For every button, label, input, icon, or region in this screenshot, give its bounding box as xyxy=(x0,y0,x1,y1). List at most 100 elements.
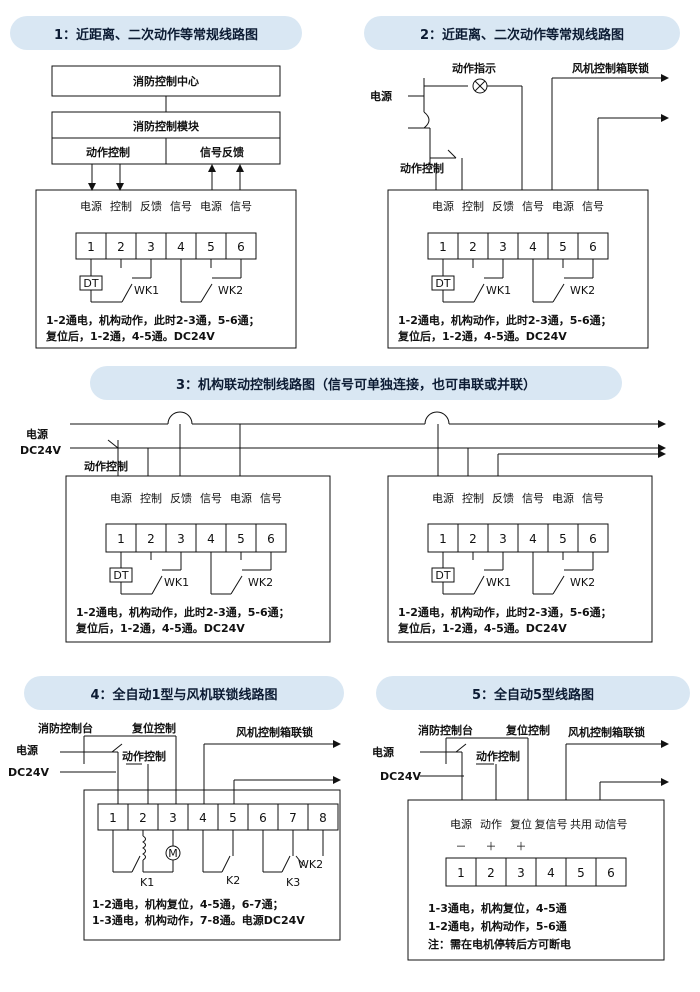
actuator-box-3a xyxy=(65,475,331,643)
terminal-label: 动信号 xyxy=(595,818,628,831)
title-diagram-3: 3：机构联动控制线路图（信号可单独连接，也可串联或并联） xyxy=(90,366,622,400)
terminal-number: 5 xyxy=(559,240,567,254)
terminal-labels-3a: 电源 控制 反馈 信号 电源 信号 xyxy=(110,491,282,505)
terminal-number: 3 xyxy=(177,532,185,546)
terminal-signs-5: － ＋ ＋ xyxy=(456,840,527,853)
note-line-1: 1-2通电，机构动作，此时2-3通，5-6通； xyxy=(46,313,260,327)
terminal-label: 控制 xyxy=(140,491,162,505)
terminal-label: 信号 xyxy=(582,492,604,505)
fan-interlock-label: 风机控制箱联锁 xyxy=(572,61,649,75)
terminal-number: 5 xyxy=(229,811,237,825)
terminal-label: 反馈 xyxy=(140,200,162,213)
terminal-number: 2 xyxy=(469,240,477,254)
terminal-label: 复信号 xyxy=(535,817,568,831)
terminal-label: 信号 xyxy=(200,492,222,505)
terminal-numbers-3b: 1 2 3 4 5 6 xyxy=(439,532,597,546)
action-control-label: 动作控制 xyxy=(476,749,520,763)
diagram-5 xyxy=(407,737,669,961)
terminal-number: 6 xyxy=(607,866,615,880)
terminal-number: 7 xyxy=(289,811,297,825)
terminal-number: 2 xyxy=(469,532,477,546)
diagram-1 xyxy=(35,65,297,349)
title-diagram-5: 5：全自动5型线路图 xyxy=(376,676,690,710)
terminal-label: 信号 xyxy=(522,492,544,505)
terminal-label: 电源 xyxy=(230,491,252,505)
wk1-label: WK1 xyxy=(486,576,511,589)
fire-console-label: 消防控制台 xyxy=(418,723,473,737)
dt-label: DT xyxy=(83,277,98,290)
terminal-numbers-1: 1 2 3 4 5 6 xyxy=(87,240,245,254)
title-diagram-4: 4：全自动1型与风机联锁线路图 xyxy=(24,676,344,710)
terminal-sign: ＋ xyxy=(516,840,527,853)
title-diagram-2: 2：近距离、二次动作等常规线路图 xyxy=(364,16,680,50)
k3-label: K3 xyxy=(286,876,300,889)
terminal-number: 3 xyxy=(499,240,507,254)
power-label: 电源 xyxy=(16,743,38,757)
action-control-label: 动作控制 xyxy=(84,459,128,473)
k1-label: K1 xyxy=(140,876,154,889)
note-line-2: 复位后，1-2通，4-5通。DC24V xyxy=(75,621,245,635)
terminal-number: 3 xyxy=(517,866,525,880)
terminal-number: 4 xyxy=(547,866,555,880)
terminal-label: 电源 xyxy=(432,199,454,213)
reset-control-label: 复位控制 xyxy=(131,721,176,735)
terminal-labels-5: 电源 动作 复位 复信号 共用 动信号 xyxy=(450,817,628,831)
diagram-4 xyxy=(60,735,341,941)
terminal-number: 3 xyxy=(147,240,155,254)
terminal-labels-3b: 电源 控制 反馈 信号 电源 信号 xyxy=(432,491,604,505)
wk1-label: WK1 xyxy=(134,284,159,297)
action-control-label: 动作控制 xyxy=(122,749,166,763)
terminal-label: 信号 xyxy=(522,200,544,213)
terminal-number: 4 xyxy=(207,532,215,546)
note-line-2: 复位后，1-2通，4-5通。DC24V xyxy=(397,621,567,635)
note-line-2: 复位后，1-2通，4-5通。DC24V xyxy=(397,329,567,343)
terminal-number: 5 xyxy=(237,532,245,546)
terminal-numbers-5: 1 2 3 4 5 6 xyxy=(457,866,615,880)
terminal-number: 6 xyxy=(267,532,275,546)
terminal-number: 4 xyxy=(199,811,207,825)
terminal-number: 4 xyxy=(529,532,537,546)
actuator-box-2 xyxy=(387,189,649,349)
actuator-box-3b xyxy=(387,475,653,643)
terminal-label: 电源 xyxy=(552,491,574,505)
power-label: 电源 xyxy=(26,427,48,441)
wk1-label: WK1 xyxy=(486,284,511,297)
wk2-label: WK2 xyxy=(570,576,595,589)
diagram-2 xyxy=(387,74,669,349)
terminal-sign: － xyxy=(456,840,467,853)
wk1-label: WK1 xyxy=(164,576,189,589)
title-diagram-1: 1：近距离、二次动作等常规线路图 xyxy=(10,16,302,50)
fire-control-center-label: 消防控制中心 xyxy=(133,74,199,88)
terminal-number: 5 xyxy=(577,866,585,880)
note-line-2: 1-2通电，机构动作，5-6通 xyxy=(428,919,567,933)
actuator-box-4 xyxy=(83,789,341,941)
actuator-box-1 xyxy=(35,189,297,349)
terminal-label: 控制 xyxy=(110,199,132,213)
note-line-2: 1-3通电，机构动作，7-8通。电源DC24V xyxy=(92,913,305,927)
terminal-label: 电源 xyxy=(200,199,222,213)
wk2-label: WK2 xyxy=(570,284,595,297)
k2-label: K2 xyxy=(226,874,240,887)
terminal-label: 控制 xyxy=(462,199,484,213)
terminal-label: 动作 xyxy=(480,818,502,831)
terminal-label: 共用 xyxy=(570,818,592,831)
terminal-label: 电源 xyxy=(432,491,454,505)
terminal-number: 3 xyxy=(499,532,507,546)
fan-interlock-label: 风机控制箱联锁 xyxy=(236,725,313,739)
note-line-1: 1-2通电，机构复位，4-5通，6-7通； xyxy=(92,897,284,911)
fire-control-module-label: 消防控制模块 xyxy=(133,119,200,133)
actuator-box-5 xyxy=(407,799,665,961)
wk2-label: WK2 xyxy=(218,284,243,297)
terminal-number: 1 xyxy=(457,866,465,880)
note-line-1: 1-3通电，机构复位，4-5通 xyxy=(428,901,567,915)
terminal-labels-2: 电源 控制 反馈 信号 电源 信号 xyxy=(432,199,604,213)
terminal-number: 6 xyxy=(259,811,267,825)
reset-control-label: 复位控制 xyxy=(505,723,550,737)
terminal-label: 控制 xyxy=(462,491,484,505)
terminal-numbers-4: 1 2 3 4 5 6 7 8 xyxy=(109,811,327,825)
terminal-label: 反馈 xyxy=(492,200,514,213)
dc24v-label: DC24V xyxy=(8,766,50,779)
terminal-number: 2 xyxy=(147,532,155,546)
terminal-number: 4 xyxy=(529,240,537,254)
